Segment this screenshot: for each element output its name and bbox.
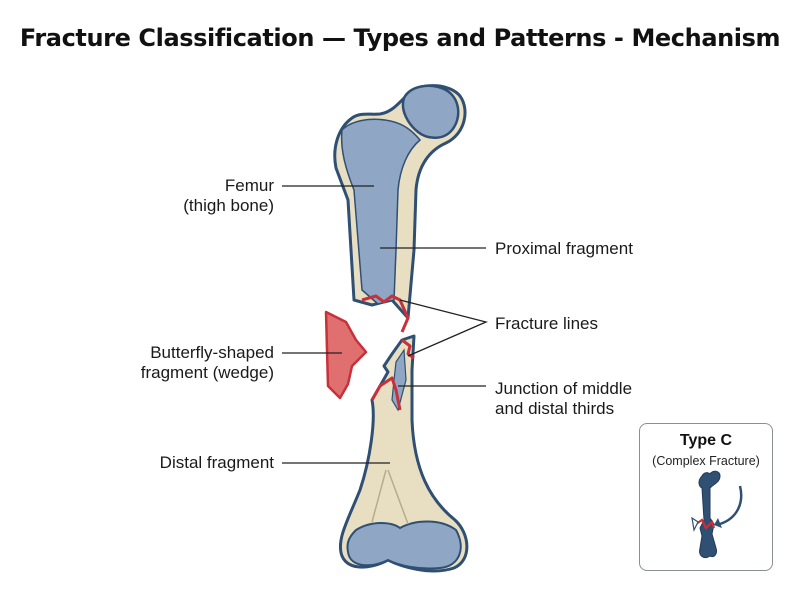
arrow-head-icon	[714, 518, 722, 528]
distal-ridge	[371, 469, 409, 525]
leader-lines	[282, 185, 488, 464]
label-distal-fragment: Distal fragment	[159, 453, 274, 472]
butterfly-fragment	[324, 310, 368, 400]
label-butterfly-line1: Butterfly-shaped	[150, 343, 274, 362]
type-c-inset: Type C (Complex Fracture)	[639, 423, 773, 571]
curved-arrow-icon	[719, 485, 743, 526]
fracture-line-upper	[361, 294, 410, 333]
proximal-fragment	[333, 84, 467, 320]
label-femur-line1: Femur	[224, 176, 274, 195]
fracture-line-middle	[401, 338, 415, 360]
inset-title: Type C	[679, 432, 733, 449]
inset-wedge	[691, 516, 699, 532]
label-butterfly: Butterfly-shaped fragment (wedge)	[90, 343, 274, 383]
inset-fracture	[695, 518, 716, 530]
page-title: Fracture Classification — Types and Patt…	[19, 24, 781, 52]
label-femur-line2: (thigh bone)	[183, 196, 274, 215]
distal-fragment	[338, 334, 469, 573]
label-junction-line2: and distal thirds	[495, 399, 615, 418]
label-junction-line1: Junction of middle	[495, 379, 633, 398]
label-junction: Junction of middle and distal thirds	[495, 379, 632, 419]
leader-fracture-lines	[399, 299, 488, 357]
distal-condyles	[346, 520, 462, 570]
proximal-marrow	[340, 118, 422, 305]
fracture-line-lower	[370, 376, 402, 411]
label-proximal-fragment: Proximal fragment	[495, 239, 633, 258]
inset-subtitle: (Complex Fracture)	[652, 454, 760, 468]
inset-bone-diagram	[691, 470, 743, 559]
inset-femur	[698, 470, 721, 559]
label-fracture-lines: Fracture lines	[495, 314, 598, 333]
label-butterfly-line2: fragment (wedge)	[140, 363, 274, 382]
femoral-head	[401, 84, 460, 139]
label-femur: Femur (thigh bone)	[100, 176, 274, 216]
